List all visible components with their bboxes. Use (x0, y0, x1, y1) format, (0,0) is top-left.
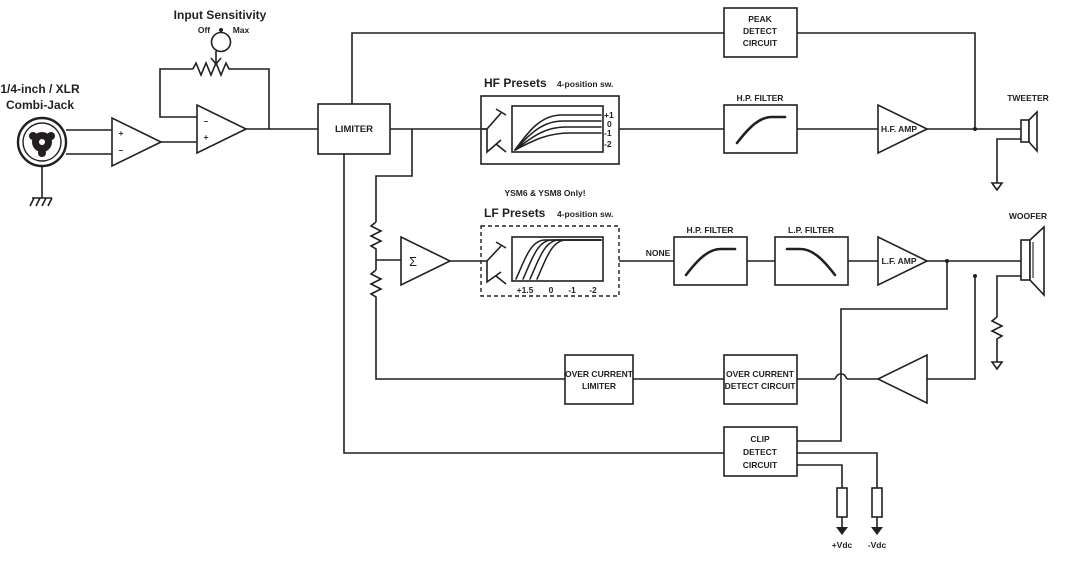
lf-hp-filter-block (673, 236, 748, 286)
sensitivity-title: Input Sensitivity (174, 8, 267, 22)
input-opamp-1: + – (111, 116, 163, 168)
lf-amp: L.F. AMP (877, 235, 929, 287)
woofer-label: WOOFER (1009, 211, 1047, 221)
hf-amp-label: H.F. AMP (881, 124, 917, 134)
clip-detect-line3: CIRCUIT (743, 460, 778, 470)
neg-vdc-label: -Vdc (868, 540, 887, 550)
hf-hp-filter-block (723, 104, 798, 154)
over-current-sense-amp (876, 353, 928, 405)
opamp2-minus: – (204, 116, 209, 126)
lf-level-plus1-5: +1.5 (517, 285, 534, 295)
hf-hp-filter-label: H.P. FILTER (737, 93, 784, 103)
peak-detect-line2: DETECT (743, 26, 778, 36)
sensitivity-knob-icon (210, 28, 232, 53)
hf-level-0: 0 (607, 119, 612, 129)
lf-presets-switch-note: 4-position sw. (557, 209, 613, 219)
lf-amp-label: L.F. AMP (881, 256, 916, 266)
peak-detect-line1: PEAK (748, 14, 772, 24)
clip-detect-line1: CLIP (750, 434, 770, 444)
pos-vdc-label: +Vdc (832, 540, 853, 550)
hf-presets-title: HF Presets (484, 76, 547, 90)
opamp1-plus: + (119, 128, 124, 138)
combi-jack-icon (16, 116, 68, 168)
clip-detect-block: CLIP DETECT CIRCUIT (723, 426, 798, 477)
limiter-block: LIMITER (317, 103, 391, 155)
hf-level-plus1: +1 (604, 110, 614, 120)
hf-presets-switch-note: 4-position sw. (557, 79, 613, 89)
lf-lp-filter-block (774, 236, 849, 286)
lf-presets-block: +1.5 0 -1 -2 (480, 225, 620, 297)
lf-level-minus2: -2 (589, 285, 597, 295)
opamp1-minus: – (119, 145, 124, 155)
sensitivity-max: Max (233, 25, 250, 35)
woofer-icon (1020, 225, 1045, 298)
hf-level-minus1: -1 (604, 128, 612, 138)
hf-amp: H.F. AMP (877, 103, 929, 155)
over-current-limiter-block: OVER CURRENT LIMITER (564, 354, 634, 405)
clip-detect-line2: DETECT (743, 447, 778, 457)
sensitivity-off: Off (198, 25, 210, 35)
tweeter-label: TWEETER (1007, 93, 1049, 103)
lf-hp-filter-label: H.P. FILTER (687, 225, 734, 235)
lf-model-note: YSM6 & YSM8 Only! (504, 188, 585, 198)
opamp2-plus: + (204, 132, 209, 142)
oc-limiter-line2: LIMITER (582, 381, 616, 391)
lf-level-0: 0 (549, 285, 554, 295)
hf-level-minus2: -2 (604, 139, 612, 149)
sum-amp: Σ (400, 235, 452, 287)
oc-detect-line1: OVER CURRENT (726, 369, 795, 379)
peak-detect-line3: CIRCUIT (743, 38, 778, 48)
lf-presets-title: LF Presets (484, 206, 546, 220)
lf-lp-filter-label: L.P. FILTER (788, 225, 834, 235)
peak-detect-block: PEAK DETECT CIRCUIT (723, 7, 798, 58)
oc-limiter-line1: OVER CURRENT (565, 369, 634, 379)
limiter-label: LIMITER (335, 124, 373, 135)
oc-detect-line2: DETECT CIRCUIT (725, 381, 797, 391)
jack-label-line2: Combi-Jack (6, 98, 74, 112)
none-label: NONE (646, 248, 671, 258)
ground-icon (29, 166, 53, 207)
input-opamp-2: – + (196, 103, 248, 155)
over-current-detect-block: OVER CURRENT DETECT CIRCUIT (723, 354, 798, 405)
sum-sigma: Σ (409, 254, 417, 269)
hf-presets-block: +1 0 -1 -2 (480, 95, 620, 165)
tweeter-icon (1020, 110, 1038, 154)
jack-label-line1: 1/4-inch / XLR (0, 82, 80, 96)
lf-level-minus1: -1 (568, 285, 576, 295)
